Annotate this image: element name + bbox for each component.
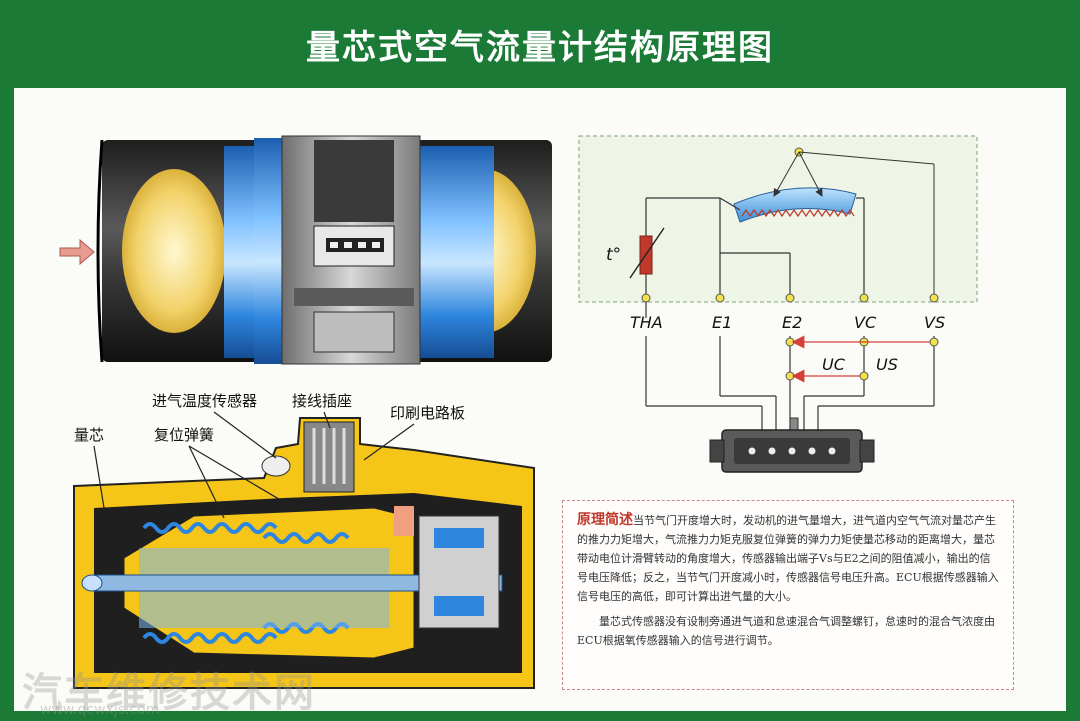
return-spring-label: 复位弹簧	[154, 426, 214, 444]
description-text-1: 当节气门开度增大时，发动机的进气量增大，进气道内空气气流对量芯产生的推力力矩增大…	[577, 514, 999, 603]
description-box: 原理简述当节气门开度增大时，发动机的进气量增大，进气道内空气气流对量芯产生的推力…	[562, 500, 1014, 690]
flowmeter-cutaway	[73, 417, 535, 689]
terminal-tha: THA	[630, 313, 663, 332]
watermark-url: www.qcwxjs.com	[40, 702, 160, 718]
page-title: 量芯式空气流量计结构原理图	[306, 27, 774, 68]
circuit-diagram: t° THA E1 E2 VC VS	[578, 135, 978, 473]
frame-border-bottom	[0, 711, 1080, 721]
content-area: 进气温度传感器 接线插座 印刷电路板 量芯 复位弹簧	[14, 88, 1066, 711]
intake-temp-sensor-label: 进气温度传感器	[152, 392, 257, 410]
uc-label: UC	[822, 355, 846, 374]
terminal-vs: VS	[924, 313, 945, 332]
connector-socket-label: 接线插座	[292, 392, 352, 410]
diagram-canvas: 进气温度传感器 接线插座 印刷电路板 量芯 复位弹簧	[59, 135, 978, 689]
connector-plug	[709, 417, 875, 473]
cutaway-labels: 进气温度传感器 接线插座 印刷电路板 量芯 复位弹簧	[74, 392, 465, 519]
thermistor-label: t°	[606, 245, 621, 265]
watermark-text: 汽车维修技术网	[22, 670, 316, 716]
terminal-vc: VC	[854, 313, 877, 332]
terminal-e1: E1	[712, 313, 732, 332]
description-paragraph-2: 量芯式传感器没有设制旁通进气道和怠速混合气调整螺钉，怠速时的混合气浓度由ECU根…	[577, 615, 995, 647]
title-bar: 量芯式空气流量计结构原理图	[0, 0, 1080, 88]
terminal-e2: E2	[782, 313, 802, 332]
flowmeter-exterior	[59, 135, 552, 365]
frame-border-right	[1066, 88, 1080, 721]
description-heading: 原理简述	[577, 512, 633, 528]
pcb-label: 印刷电路板	[390, 404, 465, 422]
us-label: US	[876, 355, 898, 374]
description-paragraph-1: 原理简述当节气门开度增大时，发动机的进气量增大，进气道内空气气流对量芯产生的推力…	[577, 511, 999, 606]
core-label: 量芯	[74, 426, 104, 444]
frame-border-left	[0, 88, 14, 721]
